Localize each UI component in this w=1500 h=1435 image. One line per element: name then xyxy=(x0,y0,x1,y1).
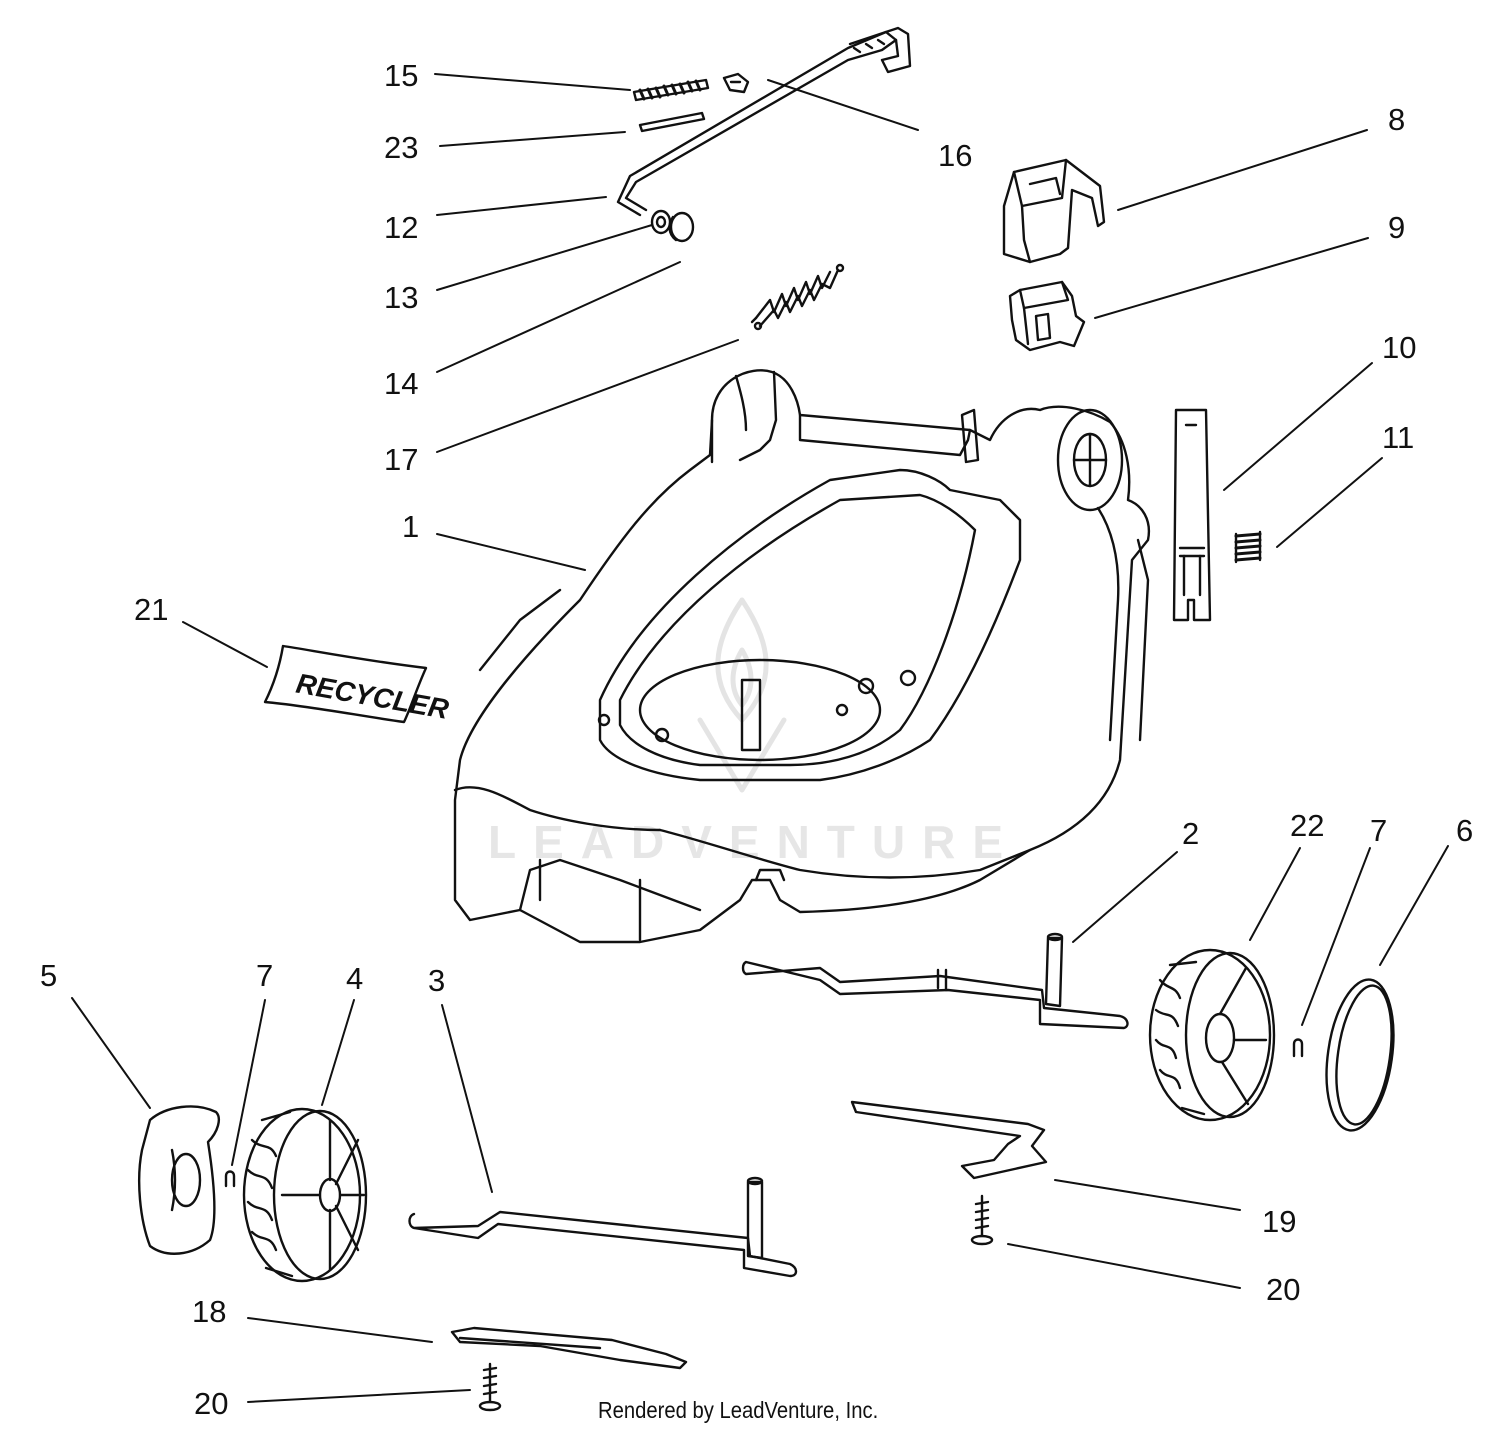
part-9-switch xyxy=(1008,280,1086,352)
part-21-decal: RECYCLER xyxy=(263,644,452,725)
leader-lines xyxy=(71,73,1449,1403)
callout-11: 11 xyxy=(1382,420,1415,455)
callout-4: 4 xyxy=(346,961,364,996)
callout-17: 17 xyxy=(384,442,419,477)
part-10-cable-bar xyxy=(1172,408,1212,622)
callout-15: 15 xyxy=(384,58,419,93)
part-14-cap xyxy=(668,211,695,243)
callout-22: 22 xyxy=(1290,808,1325,843)
callout-5: 5 xyxy=(40,958,58,993)
rendered-by-credit: Rendered by LeadVenture, Inc. xyxy=(598,1397,879,1423)
callout-7-left: 7 xyxy=(256,958,274,993)
callout-21: 21 xyxy=(134,592,169,627)
callout-8: 8 xyxy=(1388,102,1406,137)
part-13-bushing xyxy=(650,209,672,235)
part-5-wheel-cover xyxy=(137,1105,220,1255)
callout-1: 1 xyxy=(402,509,420,544)
callout-14: 14 xyxy=(384,366,419,401)
callout-10: 10 xyxy=(1382,330,1417,365)
part-1-mower-deck xyxy=(453,369,1151,944)
part-6-hubcap xyxy=(1325,978,1395,1132)
part-4-wheel xyxy=(242,1107,368,1283)
part-20-screw-right xyxy=(970,1194,994,1246)
callout-7-right: 7 xyxy=(1370,813,1388,848)
callout-20-left: 20 xyxy=(194,1386,229,1421)
callout-23: 23 xyxy=(384,130,419,165)
part-19-bracket xyxy=(850,1100,1048,1180)
callout-19: 19 xyxy=(1262,1204,1297,1239)
part-7-clip-left xyxy=(224,1170,236,1188)
part-12-bail-rod xyxy=(616,26,912,217)
callout-18: 18 xyxy=(192,1294,227,1329)
part-7-clip-right xyxy=(1292,1038,1304,1058)
callout-13: 13 xyxy=(384,280,419,315)
callout-3: 3 xyxy=(428,963,446,998)
part-2-front-axle xyxy=(741,932,1129,1030)
part-16-clip xyxy=(722,72,750,94)
callout-6: 6 xyxy=(1456,813,1474,848)
callout-2: 2 xyxy=(1182,816,1200,851)
part-22-wheel xyxy=(1148,948,1276,1122)
part-3-rear-axle xyxy=(408,1176,798,1278)
watermark-text: LEADVENTURE xyxy=(488,816,1021,868)
callout-12: 12 xyxy=(384,210,419,245)
part-23-strip xyxy=(638,111,706,133)
callout-20-right: 20 xyxy=(1266,1272,1301,1307)
part-15-grip-spring xyxy=(632,78,710,102)
part-20-screw-left xyxy=(478,1362,502,1412)
part-11-spring xyxy=(1234,530,1262,564)
part-8-cover xyxy=(1002,158,1106,264)
callout-9: 9 xyxy=(1388,210,1406,245)
part-18-blade xyxy=(450,1326,688,1370)
callout-16: 16 xyxy=(938,138,973,173)
part-17-spring xyxy=(750,263,845,331)
